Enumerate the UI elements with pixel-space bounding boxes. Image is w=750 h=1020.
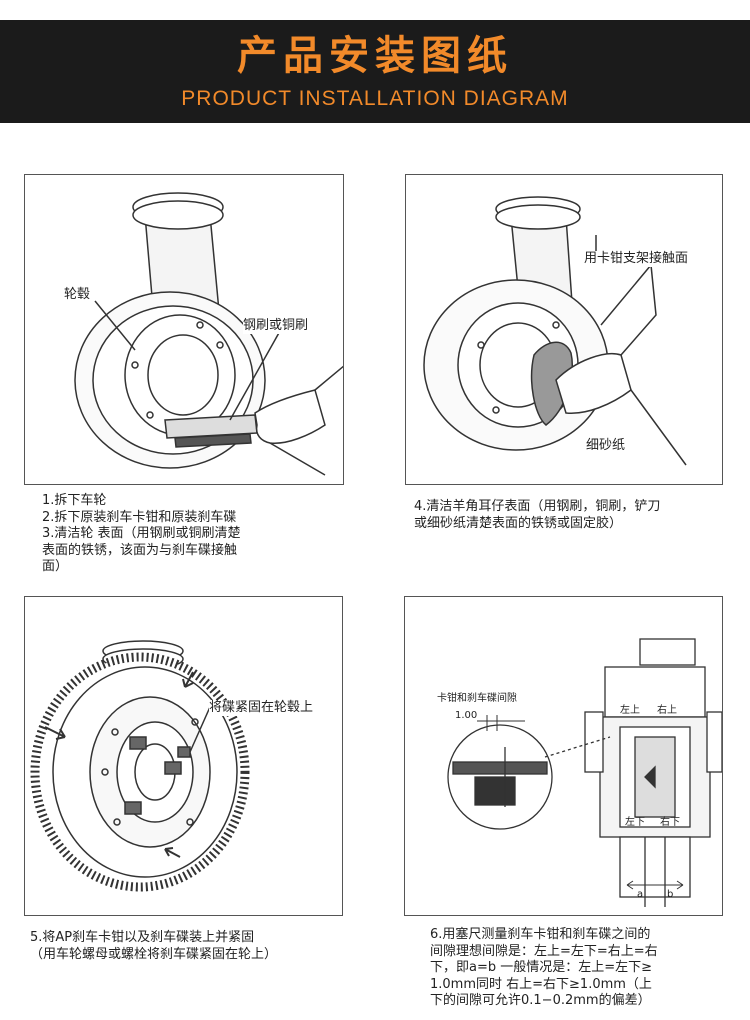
lower-left-label: 左下 [625, 817, 645, 828]
caption-line: 或细砂纸清楚表面的铁锈或固定胶） [414, 515, 623, 531]
knuckle-cleaning-drawing [423, 196, 687, 466]
caption-line: 5.将AP刹车卡钳以及刹车碟装上并紧固 [30, 930, 255, 945]
step4-illustration: 卡钳和刹车碟间隙 1.00 左上 右上 左下 右下 a b [404, 596, 723, 916]
brush-label: 钢刷或铜刷 [243, 318, 309, 334]
page-subtitle: PRODUCT INSTALLATION DIAGRAM [181, 87, 569, 110]
page-header: 产品安装图纸 PRODUCT INSTALLATION DIAGRAM [0, 20, 750, 123]
caption-line: 下，即a=b 一般情况是：左上=左下≥ [430, 960, 653, 975]
lower-right-label: 右下 [660, 817, 680, 828]
step4-caption: 6.用塞尺测量刹车卡钳和刹车碟之间的 间隙理想间隙是：左上=左下=右上=右 下，… [430, 927, 740, 1010]
sandpaper-label: 细砂纸 [586, 438, 626, 454]
step2-illustration: 用卡钳支架接触面 细砂纸 [405, 174, 723, 485]
caption-line: （用车轮螺母或螺栓将刹车碟紧固在轮上） [30, 946, 278, 962]
caption-line: 1.拆下车轮 [42, 493, 107, 508]
caption-line: 间隙理想间隙是：左上=左下=右上=右 [430, 943, 658, 959]
b-label: b [667, 889, 674, 900]
gap-measure-drawing [447, 638, 722, 907]
step1-illustration: 轮毂 钢刷或铜刷 [24, 174, 344, 485]
disc-mount-drawing [30, 640, 250, 892]
step3-caption: 5.将AP刹车卡钳以及刹车碟装上并紧固 （用车轮螺母或螺栓将刹车碟紧固在轮上） [30, 930, 350, 963]
mount-surface-label: 用卡钳支架接触面 [584, 251, 689, 267]
gap-value-label: 1.00 [455, 708, 478, 724]
caption-line: 面） [42, 559, 69, 574]
page-title: 产品安装图纸 [237, 33, 513, 79]
hub-cleaning-drawing [74, 192, 343, 476]
upper-right-label: 右上 [657, 705, 677, 716]
hub-label: 轮毂 [64, 287, 91, 303]
caption-line: 2.拆下原装刹车卡钳和原装刹车碟 [42, 509, 237, 525]
a-label: a [637, 889, 644, 900]
caption-line: 1.0mm同时 右上=右下≥1.0mm（上 [430, 976, 652, 992]
upper-left-label: 左上 [620, 705, 640, 716]
step2-caption: 4.清洁羊角耳仔表面（用钢刷，铜刷，铲刀 或细砂纸清楚表面的铁锈或固定胶） [414, 499, 734, 532]
gap-label: 卡钳和刹车碟间隙 [437, 691, 517, 707]
step1-caption: 1.拆下车轮 2.拆下原装刹车卡钳和原装刹车碟 3.清洁轮 表面（用钢刷或铜刷清… [42, 493, 332, 576]
caption-line: 4.清洁羊角耳仔表面（用钢刷，铜刷，铲刀 [414, 499, 661, 514]
caption-line: 表面的铁锈，该面为与刹车碟接触 [42, 542, 238, 558]
caption-line: 6.用塞尺测量刹车卡钳和刹车碟之间的 [430, 927, 651, 942]
fasten-label: 将碟紧固在轮毂上 [209, 700, 314, 716]
step3-illustration: 将碟紧固在轮毂上 [24, 596, 343, 916]
caption-line: 下的间隙可允许0.1−0.2mm的偏差） [430, 993, 651, 1008]
caption-line: 3.清洁轮 表面（用钢刷或铜刷清楚 [42, 526, 241, 541]
